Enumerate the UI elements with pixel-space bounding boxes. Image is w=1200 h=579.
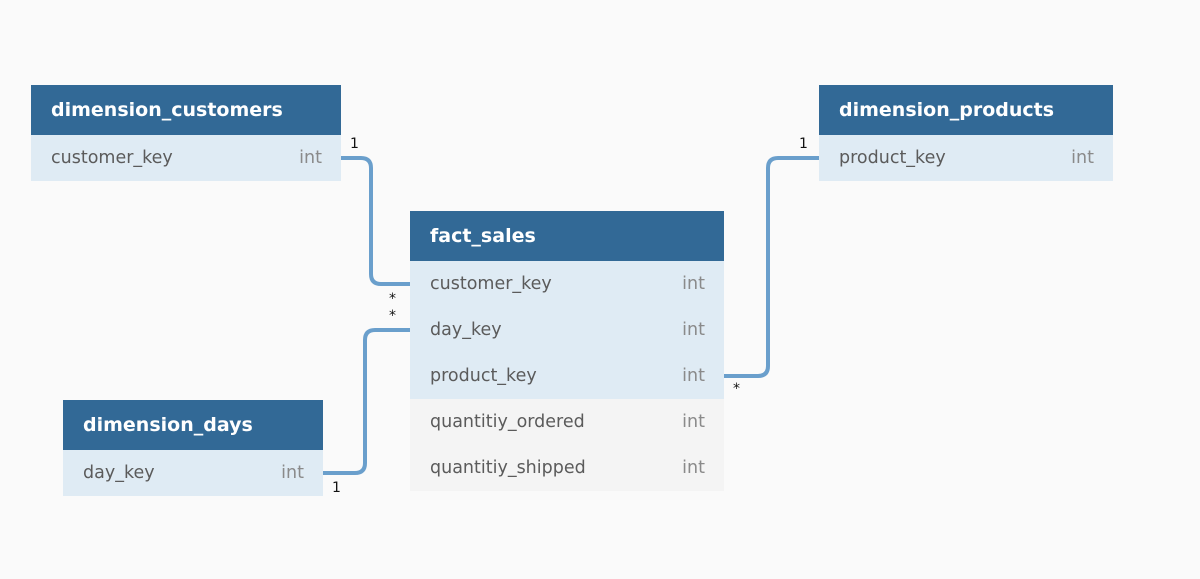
- cardinality-label: *: [389, 308, 396, 324]
- connector-days-to-fact-sales: [323, 328, 410, 475]
- table-fact-sales[interactable]: fact_sales customer_key int day_key int …: [410, 211, 724, 491]
- column-name: quantitiy_shipped: [430, 458, 586, 478]
- table-dimension-customers[interactable]: dimension_customers customer_key int: [31, 85, 341, 181]
- column-type: int: [299, 148, 322, 168]
- table-row[interactable]: quantitiy_ordered int: [410, 399, 724, 445]
- cardinality-label: 1: [350, 136, 359, 152]
- table-dimension-products[interactable]: dimension_products product_key int: [819, 85, 1113, 181]
- cardinality-label: *: [389, 291, 396, 307]
- column-name: customer_key: [430, 274, 552, 294]
- table-row[interactable]: quantitiy_shipped int: [410, 445, 724, 491]
- table-row[interactable]: day_key int: [410, 307, 724, 353]
- table-header[interactable]: fact_sales: [410, 211, 724, 261]
- table-row[interactable]: product_key int: [410, 353, 724, 399]
- column-type: int: [682, 366, 705, 386]
- column-name: day_key: [83, 463, 155, 483]
- table-row[interactable]: customer_key int: [410, 261, 724, 307]
- column-name: product_key: [430, 366, 537, 386]
- connector-customers-to-fact-sales: [341, 156, 410, 286]
- column-type: int: [281, 463, 304, 483]
- connector-products-to-fact-sales: [724, 156, 819, 378]
- cardinality-label: *: [733, 381, 740, 397]
- column-name: product_key: [839, 148, 946, 168]
- table-header[interactable]: dimension_customers: [31, 85, 341, 135]
- column-name: quantitiy_ordered: [430, 412, 585, 432]
- column-name: day_key: [430, 320, 502, 340]
- table-header[interactable]: dimension_days: [63, 400, 323, 450]
- column-type: int: [682, 320, 705, 340]
- table-row[interactable]: product_key int: [819, 135, 1113, 181]
- table-row[interactable]: customer_key int: [31, 135, 341, 181]
- table-header[interactable]: dimension_products: [819, 85, 1113, 135]
- column-type: int: [682, 412, 705, 432]
- column-type: int: [682, 458, 705, 478]
- column-name: customer_key: [51, 148, 173, 168]
- column-type: int: [682, 274, 705, 294]
- cardinality-label: 1: [332, 480, 341, 496]
- table-dimension-days[interactable]: dimension_days day_key int: [63, 400, 323, 496]
- cardinality-label: 1: [799, 136, 808, 152]
- table-row[interactable]: day_key int: [63, 450, 323, 496]
- column-type: int: [1071, 148, 1094, 168]
